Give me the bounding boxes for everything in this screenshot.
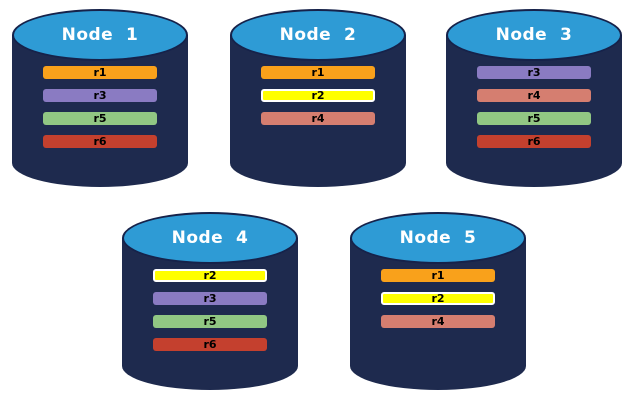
cylinder-top: Node 3 — [446, 9, 622, 61]
replica-bar-r5: r5 — [153, 315, 267, 328]
replica-bar-r5: r5 — [477, 112, 591, 125]
node-4-title: Node 4 — [171, 228, 249, 248]
replica-bar-r4: r4 — [261, 112, 375, 125]
node-4-cylinder: Node 4 r2 r3 r5 r6 — [122, 212, 298, 390]
node-2-title: Node 2 — [279, 25, 357, 45]
replica-list: r1 r2 r4 — [230, 66, 406, 135]
cylinder-top: Node 1 — [12, 9, 188, 61]
node-5-title: Node 5 — [399, 228, 477, 248]
replica-bar-r1: r1 — [43, 66, 157, 79]
replica-list: r2 r3 r5 r6 — [122, 269, 298, 361]
replica-bar-r6: r6 — [153, 338, 267, 351]
node-5-cylinder: Node 5 r1 r2 r4 — [350, 212, 526, 390]
node-1-cylinder: Node 1 r1 r3 r5 r6 — [12, 9, 188, 187]
replica-bar-r2: r2 — [153, 269, 267, 282]
replica-list: r1 r2 r4 — [350, 269, 526, 338]
replica-bar-r6: r6 — [477, 135, 591, 148]
replica-bar-r4: r4 — [381, 315, 495, 328]
replica-bar-r5: r5 — [43, 112, 157, 125]
cylinder-top: Node 5 — [350, 212, 526, 264]
node-3-cylinder: Node 3 r3 r4 r5 r6 — [446, 9, 622, 187]
node-1-title: Node 1 — [61, 25, 139, 45]
cylinder-top: Node 2 — [230, 9, 406, 61]
node-3-title: Node 3 — [495, 25, 573, 45]
node-2-cylinder: Node 2 r1 r2 r4 — [230, 9, 406, 187]
cylinder-top: Node 4 — [122, 212, 298, 264]
replica-bar-r2: r2 — [261, 89, 375, 102]
replica-bar-r4: r4 — [477, 89, 591, 102]
replica-bar-r1: r1 — [261, 66, 375, 79]
replica-list: r3 r4 r5 r6 — [446, 66, 622, 158]
replica-bar-r1: r1 — [381, 269, 495, 282]
replica-bar-r6: r6 — [43, 135, 157, 148]
replica-bar-r2: r2 — [381, 292, 495, 305]
replica-bar-r3: r3 — [43, 89, 157, 102]
replica-list: r1 r3 r5 r6 — [12, 66, 188, 158]
replica-bar-r3: r3 — [153, 292, 267, 305]
replica-bar-r3: r3 — [477, 66, 591, 79]
